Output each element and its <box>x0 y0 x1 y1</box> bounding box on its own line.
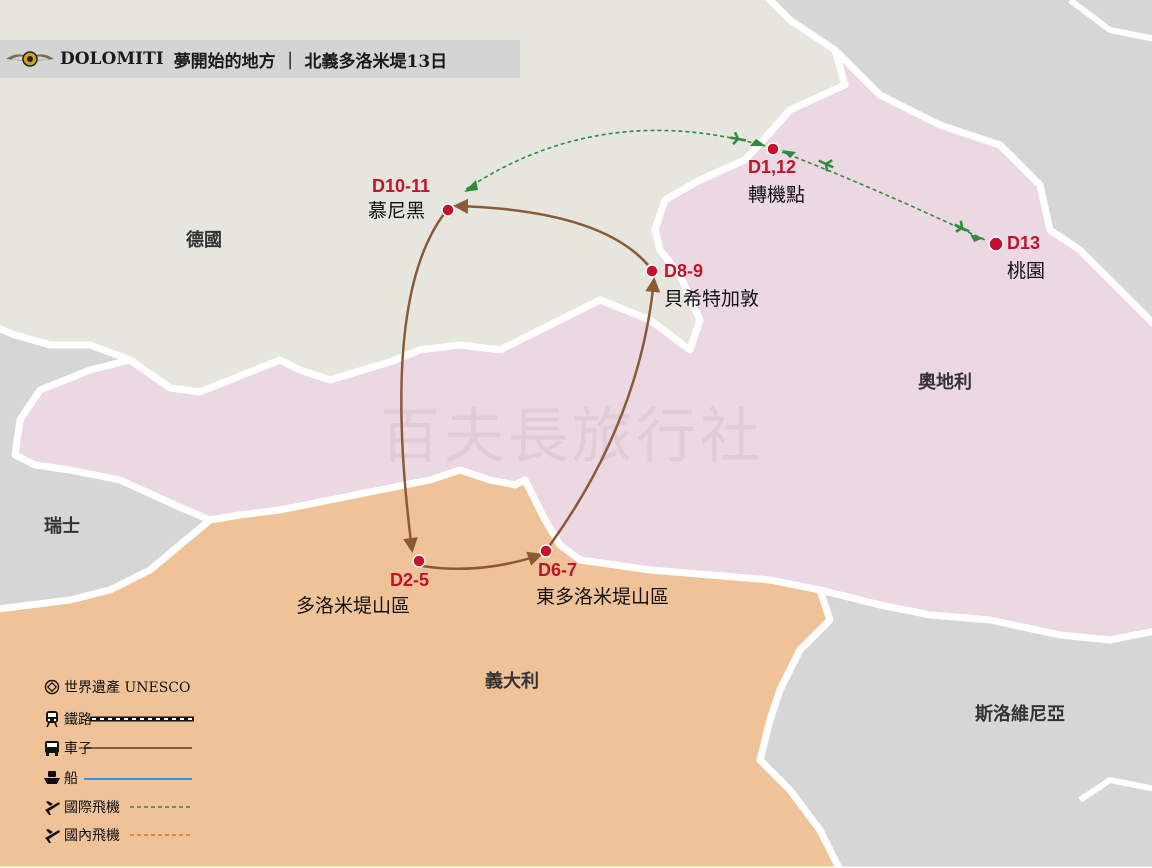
watermark: 百夫長旅行社 <box>380 402 764 472</box>
legend-unesco: 世界遺產 UNESCO <box>42 676 195 698</box>
legend-label-rail: 鐵路 <box>64 712 92 728</box>
flight-arrow-to-munich <box>464 180 478 192</box>
stop-name-berchtesgaden: 貝希特加敦 <box>664 288 760 310</box>
flight-arrow-to-transfer-left <box>750 139 766 146</box>
stop-name-transfer: 轉機點 <box>748 184 806 206</box>
label-austria: 奧地利 <box>918 372 972 393</box>
route-flight-transfer-taoyuan <box>781 151 986 241</box>
legend-label-domestic-flight: 國內飛機 <box>64 828 120 844</box>
stop-day-taoyuan: D13 <box>1007 233 1041 253</box>
flight-arrow-to-transfer-right <box>782 150 796 158</box>
legend-rail: 鐵路 <box>42 708 96 730</box>
legend-intl-flight: 國際飛機 <box>42 796 124 818</box>
stop-day-dolomites: D2-5 <box>390 570 430 590</box>
label-slovenia: 斯洛維尼亞 <box>975 704 1065 725</box>
flight-arrow-to-taoyuan <box>970 234 984 242</box>
plane-icon <box>729 131 747 146</box>
airplane-icon <box>42 825 62 845</box>
airplane-icon <box>42 797 62 817</box>
stop-name-munich: 慕尼黑 <box>368 200 426 222</box>
unesco-icon <box>42 677 62 697</box>
stop-name-taoyuan: 桃園 <box>1007 260 1046 282</box>
route-car-dolomites-to-east <box>421 551 543 571</box>
label-switzerland: 瑞士 <box>44 516 80 537</box>
stop-day-east-dolomites: D6-7 <box>538 560 578 580</box>
boat-icon <box>42 768 62 788</box>
legend-domestic-flight: 國內飛機 <box>42 824 124 846</box>
map-title-brand: DOLOMITI <box>60 49 164 69</box>
legend-car: 車子 <box>42 737 96 759</box>
legend-label-boat: 船 <box>64 771 78 787</box>
winged-logo-icon <box>0 40 60 78</box>
map-title-text: 夢開始的地方 ｜ 北義多洛米堤13日 <box>173 51 448 72</box>
marker-dolomites <box>412 554 426 568</box>
plane-icon <box>954 220 970 233</box>
legend-label-unesco: 世界遺產 UNESCO <box>64 680 191 696</box>
stop-name-dolomites: 多洛米堤山區 <box>296 595 411 617</box>
stop-day-transfer: D1,12 <box>748 157 797 177</box>
border-south-east <box>1078 776 1152 803</box>
legend-label-car: 車子 <box>64 741 92 757</box>
route-car-munich-to-dolomites <box>400 213 446 553</box>
label-germany: 德國 <box>186 230 222 251</box>
title-bar: DOLOMITI 夢開始的地方 ｜ 北義多洛米堤13日 <box>0 40 520 78</box>
stop-name-east-dolomites: 東多洛米堤山區 <box>536 586 670 608</box>
label-italy: 義大利 <box>485 671 539 692</box>
region-slovenia <box>756 586 1152 868</box>
bus-icon <box>42 738 62 758</box>
legend-boat: 船 <box>42 767 82 789</box>
route-flight-transfer-munich <box>464 129 766 191</box>
stop-day-munich: D10-11 <box>372 176 431 196</box>
marker-munich <box>441 203 455 217</box>
marker-east-dolomites <box>539 544 553 558</box>
marker-taoyuan <box>988 236 1004 252</box>
train-icon <box>42 709 62 729</box>
marker-berchtesgaden <box>645 264 659 278</box>
route-car-east-to-berchtesgaden <box>548 277 661 546</box>
marker-transfer <box>766 142 780 156</box>
border-north-east <box>1068 0 1152 42</box>
route-car-berchtesgaden-to-munich <box>453 198 649 266</box>
legend-label-intl-flight: 國際飛機 <box>64 800 120 816</box>
plane-icon <box>818 159 834 172</box>
stop-day-berchtesgaden: D8-9 <box>664 261 704 281</box>
